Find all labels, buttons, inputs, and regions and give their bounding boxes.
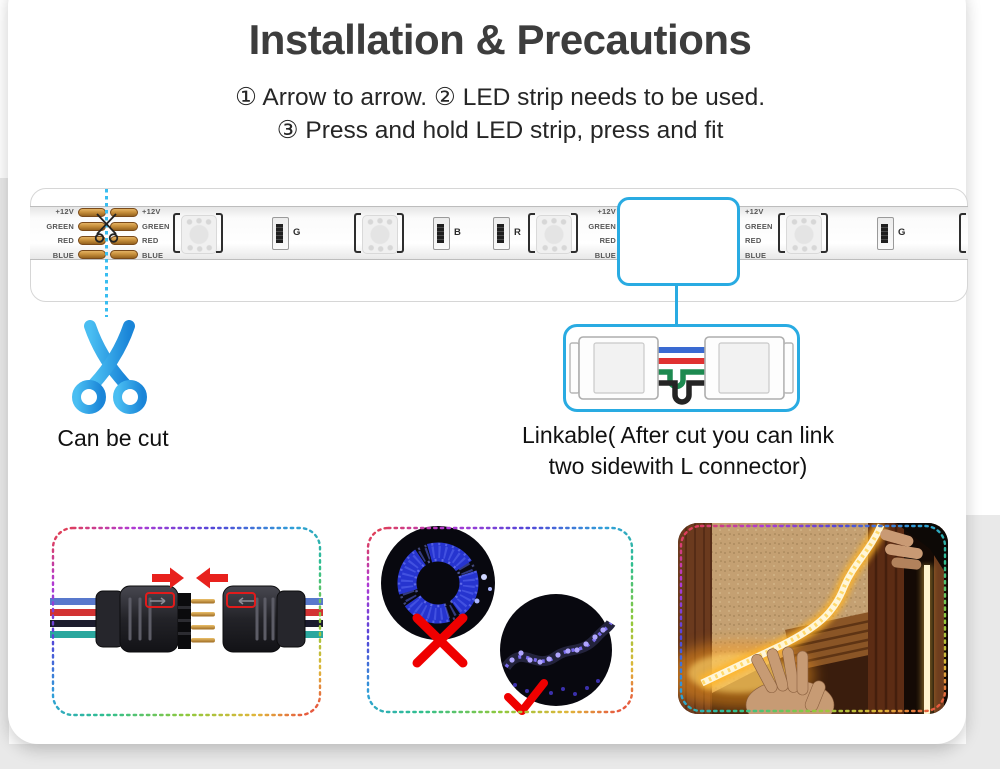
led-chip bbox=[786, 215, 822, 254]
pin-label: +12V bbox=[55, 207, 74, 216]
pin-label: RED bbox=[57, 236, 74, 245]
pin-label: RED bbox=[142, 236, 159, 245]
resistor-label: B bbox=[454, 227, 461, 238]
chip-bracket bbox=[173, 213, 180, 253]
pin-label: BLUE bbox=[594, 250, 616, 260]
push-arrow-right bbox=[152, 567, 184, 589]
resistor-label: G bbox=[898, 227, 906, 238]
junction-highlight-box bbox=[617, 197, 740, 286]
chip-bracket bbox=[821, 213, 828, 253]
chip-bracket bbox=[959, 213, 966, 253]
pin-label: +12V bbox=[142, 207, 161, 216]
link-caption-line-2: two sidewith L connector) bbox=[548, 453, 808, 479]
connector-pair-illustration bbox=[50, 567, 323, 653]
pin-label: GREEN bbox=[142, 221, 170, 231]
pin-label: +12V bbox=[745, 207, 764, 216]
page-title: Installation & Precautions bbox=[248, 16, 752, 63]
scissors-icon bbox=[72, 320, 147, 414]
chip-bracket bbox=[571, 213, 578, 253]
small-scissors-icon bbox=[94, 213, 119, 243]
resistor-label: G bbox=[293, 227, 301, 238]
pin-label: GREEN bbox=[588, 221, 616, 231]
cut-line bbox=[105, 189, 108, 317]
led-chip bbox=[181, 215, 217, 254]
leader-line bbox=[675, 284, 678, 326]
instruction-line-1: ① Arrow to arrow. ② LED strip needs to b… bbox=[234, 84, 766, 111]
pin-label: BLUE bbox=[745, 250, 767, 260]
instruction-line-2: ③ Press and hold LED strip, press and fi… bbox=[276, 117, 724, 144]
pin-label: BLUE bbox=[142, 250, 164, 260]
solder-pad bbox=[78, 250, 106, 259]
chip-bracket bbox=[778, 213, 785, 253]
gold-pins bbox=[191, 599, 215, 643]
push-arrow-left bbox=[196, 567, 228, 589]
solder-pad bbox=[110, 250, 138, 259]
cut-caption: Can be cut bbox=[57, 425, 169, 451]
pin-labels-junction-left: +12V GREEN RED BLUE bbox=[570, 205, 616, 263]
pin-label: +12V bbox=[597, 207, 616, 216]
pin-label: RED bbox=[745, 236, 762, 245]
resistor bbox=[877, 217, 894, 250]
solder-pad bbox=[110, 208, 138, 217]
resistor bbox=[433, 217, 450, 250]
link-connector-illustration bbox=[569, 336, 794, 405]
pin-label: GREEN bbox=[46, 221, 74, 231]
resistor-label: R bbox=[514, 227, 521, 238]
pin-label: GREEN bbox=[745, 221, 773, 231]
led-chip bbox=[362, 215, 398, 254]
usage-warning-panel bbox=[365, 525, 635, 715]
solder-pad bbox=[110, 222, 138, 231]
installation-photo-panel bbox=[678, 523, 948, 714]
pin-labels-cut-left: +12V GREEN RED BLUE bbox=[28, 205, 74, 263]
unrolled-strip-photo bbox=[500, 594, 612, 706]
installation-photo bbox=[678, 523, 948, 714]
connector-pair-panel bbox=[50, 525, 323, 718]
led-chip bbox=[536, 215, 572, 254]
link-caption-line-1: Linkable( After cut you can link bbox=[522, 422, 834, 448]
page-edge-left bbox=[0, 178, 9, 769]
usage-warning-illustration bbox=[381, 526, 616, 715]
pin-label: BLUE bbox=[52, 250, 74, 260]
link-connector-detail bbox=[563, 324, 800, 412]
pin-labels-cut-right: +12V GREEN RED BLUE bbox=[142, 205, 188, 263]
chip-bracket bbox=[216, 213, 223, 253]
pin-label: RED bbox=[599, 236, 616, 245]
page-edge-bottom bbox=[0, 744, 1000, 769]
resistor bbox=[493, 217, 510, 250]
resistor bbox=[272, 217, 289, 250]
chip-bracket bbox=[528, 213, 535, 253]
led-strip-right-segment bbox=[708, 206, 968, 260]
chip-bracket bbox=[397, 213, 404, 253]
chip-bracket bbox=[354, 213, 361, 253]
page-edge-right bbox=[966, 515, 1000, 746]
pin-labels-junction-right: +12V GREEN RED BLUE bbox=[745, 205, 791, 263]
